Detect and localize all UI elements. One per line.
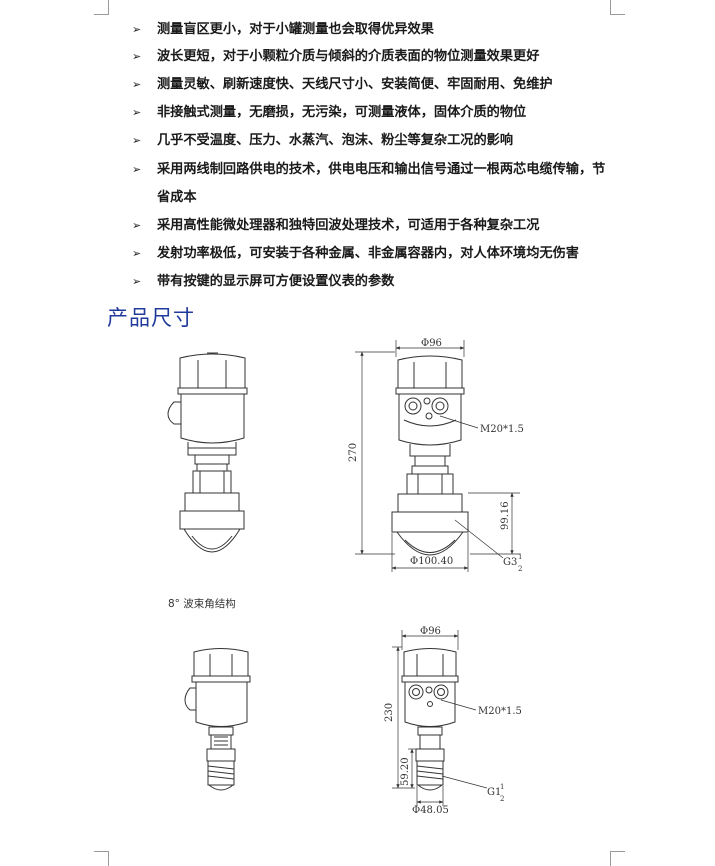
list-item-text: 采用两线制回路供电的技术，供电电压和输出信号通过一根两芯电缆传输，节 — [157, 162, 606, 177]
list-item-text: 测量灵敏、刷新速度快、天线尺寸小、安装简便、牢固耐用、免维护 — [157, 77, 553, 92]
dim-label-base: Φ48.05 — [412, 805, 449, 816]
list-item-text: 几乎不受温度、压力、水蒸汽、泡沫、粉尘等复杂工况的影响 — [157, 133, 514, 148]
crop-mark — [94, 0, 109, 15]
arrow-bullet-icon: ➢ — [132, 163, 142, 176]
arrow-bullet-icon: ➢ — [132, 134, 142, 147]
arrow-bullet-icon: ➢ — [132, 247, 142, 260]
list-item-text: 测量盲区更小，对于小罐测量也会取得优异效果 — [157, 22, 434, 37]
dim-label-g-numerator: 1 — [518, 553, 522, 561]
dim-label-g-numerator: 1 — [500, 783, 504, 791]
section-heading: 产品尺寸 — [107, 306, 195, 330]
arrow-bullet-icon: ➢ — [132, 275, 142, 288]
dim-label-thread: M20*1.5 — [478, 706, 522, 717]
arrow-bullet-icon: ➢ — [132, 78, 142, 91]
list-item-text: 省成本 — [157, 190, 197, 205]
dim-label-top-width: Φ96 — [420, 626, 441, 637]
crop-mark — [610, 851, 625, 866]
list-item-text: 非接触式测量，无磨损，无污染，可测量液体，固体介质的物位 — [157, 105, 527, 120]
dim-label-g-denominator: 2 — [500, 795, 504, 803]
crop-mark — [610, 0, 625, 15]
dim-label-top-width: Φ96 — [421, 338, 442, 349]
sensor-front-view-small — [392, 630, 488, 806]
sensor-side-view-large — [167, 352, 248, 553]
arrow-bullet-icon: ➢ — [132, 106, 142, 119]
list-item-text: 采用高性能微处理器和独特回波处理技术，可适用于各种复杂工况 — [157, 218, 540, 233]
dim-label-lower: 59.20 — [400, 757, 411, 786]
sensor-side-view-small — [184, 648, 251, 791]
list-item-text: 波长更短，对于小颗粒介质与倾斜的介质表面的物位测量效果更好 — [157, 49, 540, 64]
list-item-text: 带有按键的显示屏可方便设置仪表的参数 — [157, 274, 395, 289]
figure-caption: 8° 波束角结构 — [168, 598, 236, 610]
dim-label-thread: M20*1.5 — [480, 424, 524, 435]
dim-label-height: 230 — [384, 703, 395, 722]
dim-label-g-denominator: 2 — [518, 565, 522, 573]
dim-label-flange: Φ100.40 — [410, 556, 453, 567]
sensor-front-view-large — [355, 340, 520, 572]
arrow-bullet-icon: ➢ — [132, 23, 142, 36]
arrow-bullet-icon: ➢ — [132, 50, 142, 63]
crop-mark — [94, 851, 109, 866]
dim-label-g: G3 — [503, 557, 517, 568]
list-item-text: 发射功率极低，可安装于各种金属、非金属容器内，对人体环境均无伤害 — [157, 246, 579, 261]
arrow-bullet-icon: ➢ — [132, 219, 142, 232]
dim-label-height: 270 — [348, 443, 359, 462]
dim-label-lower: 99.16 — [500, 501, 511, 530]
dim-label-g: G1 — [487, 787, 501, 798]
